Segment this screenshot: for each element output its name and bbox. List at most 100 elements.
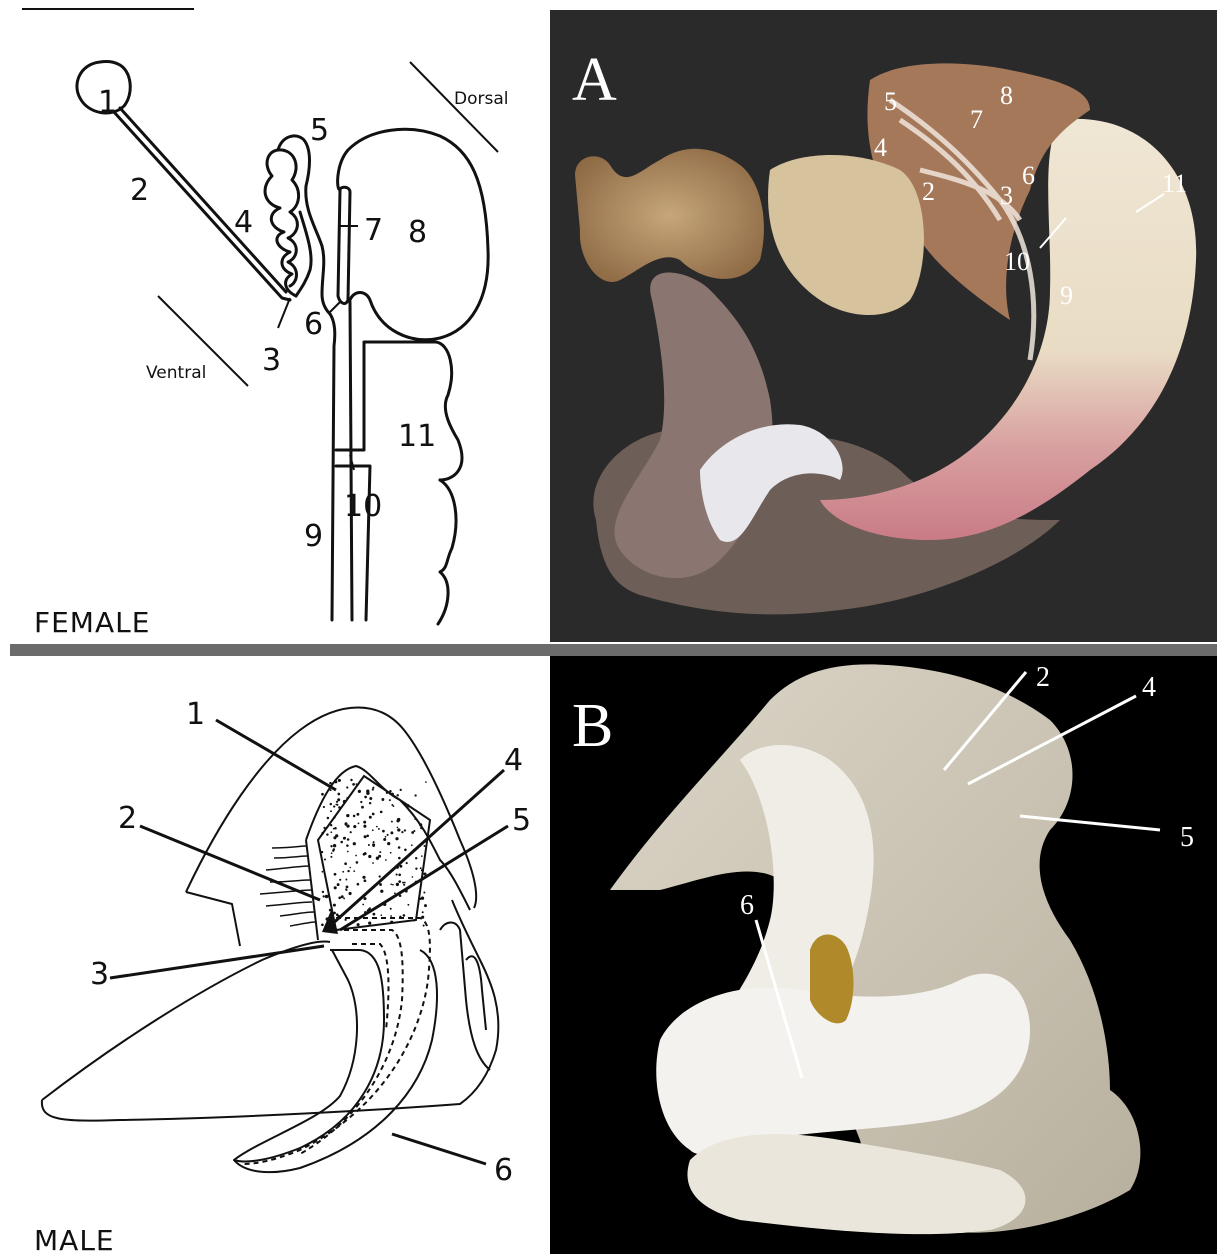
female-label-7: 7 bbox=[364, 213, 383, 248]
stipple-dot bbox=[333, 816, 335, 818]
stipple-dot bbox=[380, 811, 383, 814]
male-caption: MALE bbox=[34, 1224, 115, 1254]
male-penis bbox=[234, 950, 384, 1162]
stipple-dot bbox=[389, 790, 392, 793]
stipple-dot bbox=[323, 895, 325, 897]
stipple-dot bbox=[372, 788, 374, 790]
photo-a-label-3: 3 bbox=[1000, 181, 1013, 210]
stipple-dot bbox=[423, 925, 425, 927]
photo-b-label-5: 5 bbox=[1180, 822, 1194, 853]
female-label-9: 9 bbox=[304, 519, 323, 554]
photo-b-label-4: 4 bbox=[1142, 672, 1156, 703]
stipple-dot bbox=[330, 831, 332, 833]
male-label-2: 2 bbox=[118, 801, 137, 836]
female-oviduct-outer bbox=[330, 314, 335, 620]
stipple-dot bbox=[346, 786, 348, 788]
stipple-dot bbox=[347, 838, 350, 841]
stipple-dot bbox=[338, 779, 341, 782]
stipple-dot bbox=[330, 901, 332, 903]
stipple-dot bbox=[346, 797, 348, 799]
stipple-dot bbox=[344, 837, 346, 839]
stipple-dot bbox=[415, 868, 417, 870]
female-diagram: 1 2 3 4 5 6 7 8 9 10 11 Dorsal Ventral F… bbox=[0, 10, 548, 642]
stipple-dot bbox=[369, 816, 372, 819]
ventral-label: Ventral bbox=[146, 363, 206, 383]
stipple-dot bbox=[342, 871, 344, 873]
stipple-dot bbox=[356, 783, 358, 785]
stipple-dot bbox=[398, 857, 401, 860]
stipple-dot bbox=[385, 836, 387, 838]
stipple-dot bbox=[333, 844, 336, 847]
stipple-dot bbox=[363, 825, 366, 828]
stipple-dot bbox=[369, 797, 372, 800]
stipple-dot bbox=[350, 779, 352, 781]
stipple-dot bbox=[420, 867, 422, 869]
stipple-dot bbox=[395, 837, 398, 840]
stipple-dot bbox=[379, 851, 381, 853]
stipple-dot bbox=[329, 782, 332, 785]
stipple-dot bbox=[415, 857, 417, 859]
stipple-dot bbox=[321, 832, 324, 835]
stipple-dot bbox=[322, 891, 324, 893]
stipple-dot bbox=[372, 813, 375, 816]
stipple-dot bbox=[361, 806, 364, 809]
female-label-4: 4 bbox=[234, 205, 253, 240]
stipple-dot bbox=[414, 818, 416, 820]
stipple-dot bbox=[378, 855, 381, 858]
stipple-dot bbox=[338, 806, 341, 809]
stipple-dot bbox=[372, 829, 374, 831]
photo-b: B 2 4 5 6 bbox=[550, 656, 1217, 1254]
stipple-dot bbox=[327, 817, 330, 820]
stipple-dot bbox=[362, 904, 364, 906]
photo-a: A 5 8 7 4 6 2 3 11 10 9 bbox=[550, 10, 1217, 642]
stipple-dot bbox=[400, 789, 402, 791]
stipple-dot bbox=[336, 804, 338, 806]
photo-b-label-6: 6 bbox=[740, 890, 754, 921]
stipple-dot bbox=[326, 833, 328, 835]
stipple-dot bbox=[323, 827, 325, 829]
stipple-dot bbox=[336, 913, 339, 916]
stipple-dot bbox=[321, 793, 324, 796]
male-diagram: 1 2 3 4 5 6 MALE bbox=[0, 656, 548, 1254]
stipple-dot bbox=[340, 841, 343, 844]
stipple-dot bbox=[372, 862, 374, 864]
stipple-dot bbox=[407, 904, 409, 906]
photo-b-letter: B bbox=[572, 692, 613, 760]
stipple-dot bbox=[403, 884, 405, 886]
male-diagram-panel: 1 2 3 4 5 6 MALE bbox=[0, 656, 548, 1254]
stipple-dot bbox=[363, 821, 366, 824]
stipple-dot bbox=[336, 801, 338, 803]
stipple-dot bbox=[333, 848, 335, 850]
stipple-dot bbox=[353, 870, 355, 872]
stipple-dot bbox=[327, 895, 329, 897]
stipple-dot bbox=[398, 880, 401, 883]
stipple-dot bbox=[419, 823, 422, 826]
stipple-dot bbox=[390, 921, 393, 924]
stipple-dot bbox=[380, 914, 382, 916]
stipple-dot bbox=[330, 824, 332, 826]
stipple-dot bbox=[368, 844, 370, 846]
stipple-dot bbox=[323, 806, 325, 808]
stipple-dot bbox=[358, 790, 361, 793]
stipple-dot bbox=[425, 781, 427, 783]
stipple-dot bbox=[343, 897, 345, 899]
photo-a-label-10: 10 bbox=[1004, 247, 1030, 276]
stipple-dot bbox=[389, 799, 391, 801]
photo-a-label-9: 9 bbox=[1060, 281, 1073, 310]
stipple-dot bbox=[333, 904, 336, 907]
stipple-dot bbox=[396, 874, 398, 876]
female-label-8: 8 bbox=[408, 215, 427, 250]
stipple-dot bbox=[368, 922, 371, 925]
stipple-dot bbox=[345, 879, 347, 881]
stipple-dot bbox=[345, 888, 347, 890]
stipple-dot bbox=[330, 803, 332, 805]
stipple-dot bbox=[330, 856, 332, 858]
stipple-dot bbox=[390, 883, 392, 885]
male-label-6: 6 bbox=[494, 1153, 513, 1188]
stipple-dot bbox=[337, 798, 340, 801]
horizontal-divider bbox=[10, 644, 1217, 656]
stipple-dot bbox=[330, 845, 332, 847]
stipple-dot bbox=[403, 914, 406, 917]
stipple-dot bbox=[352, 783, 355, 786]
female-label-5: 5 bbox=[310, 113, 329, 148]
